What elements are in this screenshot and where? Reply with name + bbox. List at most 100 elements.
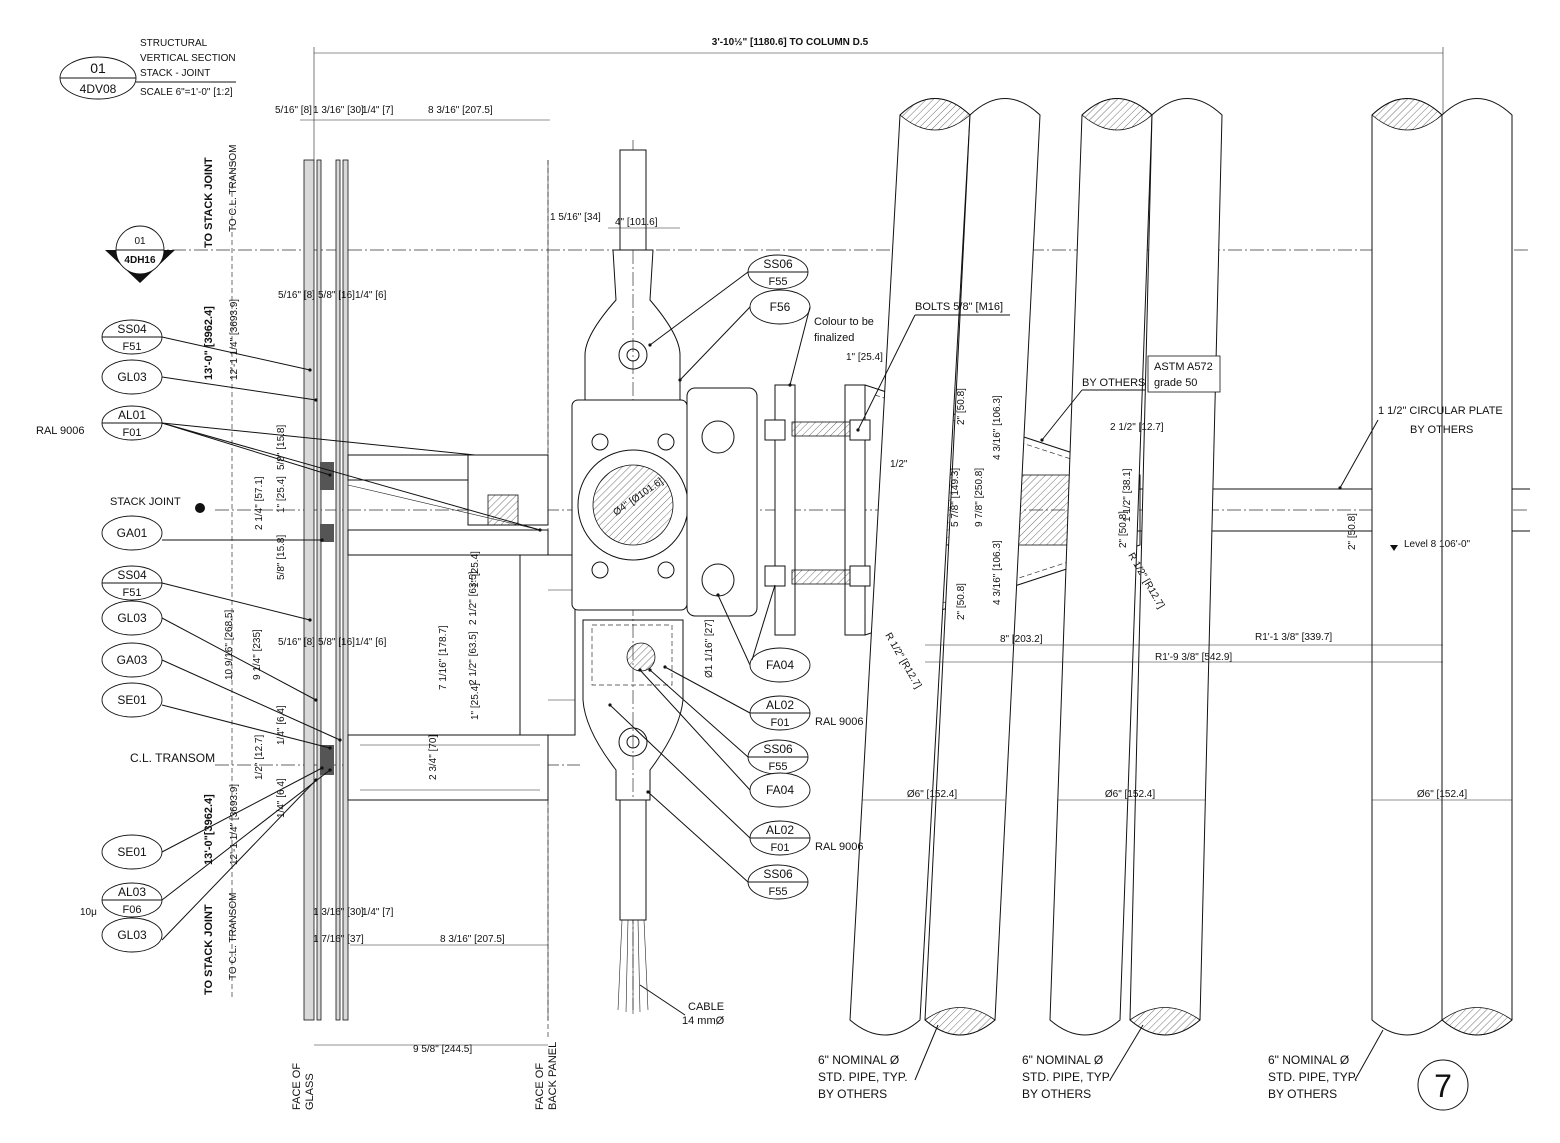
top-dim-2: 1 3/16" [30] [313,105,364,116]
svg-text:BY OTHERS: BY OTHERS [818,1087,887,1101]
ral-note-1: RAL 9006 [815,716,864,728]
svg-text:9 7/8" [250.8]: 9 7/8" [250.8] [974,468,985,527]
svg-text:STD. PIPE, TYP.: STD. PIPE, TYP. [818,1070,908,1084]
pipe-group-1 [849,98,1041,1036]
svg-text:R1'-1 3/8" [339.7]: R1'-1 3/8" [339.7] [1255,632,1332,643]
pipe-notes: 6" NOMINAL Ø STD. PIPE, TYP. BY OTHERS 6… [818,1024,1384,1101]
tag-f56: F56 [678,289,811,387]
ral-note-2: RAL 9006 [815,841,864,853]
section-marker-number: 01 [134,236,146,247]
height-top-sub: 12'-1 1/4" [3693.9] [229,299,240,380]
svg-text:1/4" [6.4]: 1/4" [6.4] [276,778,287,818]
svg-text:SS06: SS06 [763,742,793,756]
svg-text:6" NOMINAL Ø: 6" NOMINAL Ø [818,1053,899,1067]
svg-text:GA01: GA01 [117,526,148,540]
section-marker: 01 4DH16 [105,225,175,283]
svg-text:BY OTHERS: BY OTHERS [1022,1087,1091,1101]
astm-note-2: grade 50 [1154,377,1197,389]
svg-text:8 3/16" [207.5]: 8 3/16" [207.5] [440,934,505,945]
micron-label: 10μ [80,907,97,918]
svg-text:2 1/2" [63.5]: 2 1/2" [63.5] [468,571,479,625]
svg-text:6" NOMINAL Ø: 6" NOMINAL Ø [1268,1053,1349,1067]
svg-text:1/2": 1/2" [890,459,908,470]
svg-text:2" [50.8]: 2" [50.8] [1118,511,1129,548]
svg-text:1 3/16" [30]: 1 3/16" [30] [313,907,364,918]
cable-note-2: 14 mmØ [682,1015,725,1027]
svg-text:SS06: SS06 [763,867,793,881]
svg-text:FA04: FA04 [766,783,794,797]
svg-text:2 1/2" [12.7]: 2 1/2" [12.7] [1110,422,1164,433]
height-bottom-sub: 12'-1 1/4" [3693.9] [229,784,240,865]
middle-notes: Colour to be finalized RAL 9006 RAL 9006… [639,301,1503,1027]
svg-text:5/8" [16]: 5/8" [16] [318,637,355,648]
left-notes: RAL 9006 STACK JOINT C.L. TRANSOM 10μ [36,425,215,918]
svg-text:STD. PIPE, TYP.: STD. PIPE, TYP. [1268,1070,1358,1084]
tag-fa04-a: FA04 [716,584,811,683]
center-lines [150,140,1530,1040]
svg-text:SS04: SS04 [117,322,147,336]
svg-text:2 1/4" [57.1]: 2 1/4" [57.1] [254,476,265,530]
svg-text:2" [50.8]: 2" [50.8] [956,388,967,425]
ral-left: RAL 9006 [36,425,85,437]
svg-text:4 3/16" [106.3]: 4 3/16" [106.3] [992,540,1003,605]
svg-text:1" [25.4]: 1" [25.4] [470,683,481,720]
pipe-group-3 [1371,98,1513,1036]
svg-text:1/2" [12.7]: 1/2" [12.7] [254,735,265,780]
svg-text:1 5/16" [34]: 1 5/16" [34] [550,212,601,223]
inner-dimensions: 1 5/16" [34] 4" [101.6] 1" [25.4] Ø4" [Ø… [224,212,1443,1055]
svg-text:1/4" [6]: 1/4" [6] [355,637,387,648]
svg-text:AL02: AL02 [766,698,794,712]
svg-text:SS04: SS04 [117,568,147,582]
svg-text:SE01: SE01 [117,693,147,707]
tag-se01-a: SE01 [101,682,332,750]
svg-text:F55: F55 [769,276,788,288]
svg-text:GL03: GL03 [117,611,147,625]
svg-text:4" [101.6]: 4" [101.6] [615,217,658,228]
pipe-diameter-3: Ø6" [152.4] [1417,789,1467,800]
title-block: 01 4DV08 STRUCTURAL VERTICAL SECTION STA… [59,38,236,100]
detail-sheet-ref: 4DV08 [80,82,117,96]
svg-text:F51: F51 [123,341,142,353]
svg-text:5/8" [15.8]: 5/8" [15.8] [276,425,287,470]
pipe-diameter-1: Ø6" [152.4] [907,789,957,800]
to-stack-joint-top: TO STACK JOINT [203,157,215,248]
svg-text:7 1/16" [178.7]: 7 1/16" [178.7] [438,625,449,690]
title-line-3: STACK - JOINT [140,68,210,79]
top-dim-4: 8 3/16" [207.5] [428,105,493,116]
svg-text:AL03: AL03 [118,885,146,899]
tag-se01-b: SE01 [101,766,324,870]
title-line-1: STRUCTURAL [140,38,208,49]
astm-note-1: ASTM A572 [1154,361,1213,373]
steel-pipes: Ø6" [152.4] Ø6" [152.4] Ø6" [152.4] [849,98,1513,1036]
svg-text:2 1/2" [63.5]: 2 1/2" [63.5] [468,631,479,685]
top-dim-3: 1/4" [7] [362,105,394,116]
svg-text:FA04: FA04 [766,658,794,672]
svg-text:F06: F06 [123,904,142,916]
svg-text:2" [50.8]: 2" [50.8] [956,583,967,620]
vertical-labels: TO STACK JOINT TO C.L. TRANSOM 13'-0" [3… [203,145,559,1110]
svg-text:1/4" [7]: 1/4" [7] [362,907,394,918]
svg-text:5/8" [16]: 5/8" [16] [318,290,355,301]
title-line-2: VERTICAL SECTION [140,53,236,64]
height-top: 13'-0" [3962.4] [203,306,215,380]
cable-note-1: CABLE [688,1001,724,1013]
plate-note-2: BY OTHERS [1410,424,1473,436]
page-number-text: 7 [1434,1068,1452,1104]
svg-text:8" [203.2]: 8" [203.2] [1000,634,1043,645]
svg-text:F55: F55 [769,761,788,773]
pipe-note-1: 6" NOMINAL Ø STD. PIPE, TYP. BY OTHERS [818,1024,939,1101]
svg-text:4 3/16" [106.3]: 4 3/16" [106.3] [992,395,1003,460]
face-of-glass-2: GLASS [304,1073,316,1110]
svg-text:5 7/8" [149.3]: 5 7/8" [149.3] [950,468,961,527]
svg-text:F51: F51 [123,587,142,599]
glass-panels [303,159,576,1021]
svg-text:10 9/16" [268.5]: 10 9/16" [268.5] [224,610,235,680]
title-line-4: SCALE 6"=1'-0" [1:2] [140,87,233,98]
svg-text:5/16" [8]: 5/16" [8] [278,290,315,301]
